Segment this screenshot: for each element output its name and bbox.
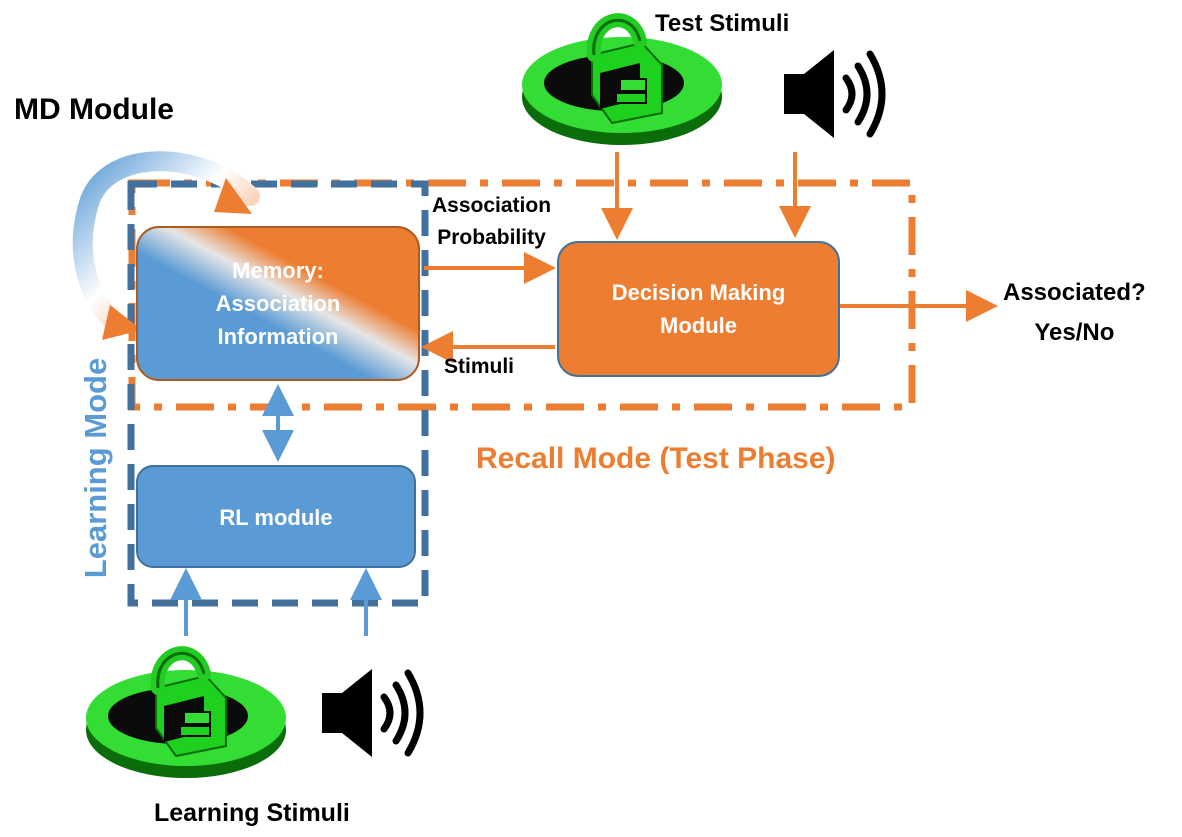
rl-label: RL module — [219, 504, 333, 530]
decision-line1: Decision Making — [611, 280, 786, 305]
associated-line1: Associated? — [1003, 279, 1146, 306]
decision-box-label: Decision Making Module — [558, 276, 839, 342]
memory-box — [136, 226, 420, 381]
association-line1: Association — [432, 194, 552, 217]
association-probability-label: Association Probability — [432, 190, 551, 254]
md-module-curved-arrow — [72, 151, 260, 340]
association-line2: Probability — [437, 226, 546, 249]
test-stimuli-label: Test Stimuli — [655, 10, 790, 37]
rl-module-box — [136, 465, 416, 568]
speaker-icon — [784, 50, 882, 138]
decision-line2: Module — [660, 313, 737, 338]
rl-box-label: RL module — [137, 500, 415, 534]
boat-toy-icon — [86, 653, 286, 778]
recall-mode-region — [128, 179, 916, 411]
learning-mode-region — [127, 180, 429, 607]
associated-line2: Yes/No — [1034, 319, 1115, 346]
memory-line2: Association — [215, 290, 341, 316]
boat-toy-icon — [522, 20, 722, 145]
speaker-icon — [322, 669, 420, 757]
memory-line3: Information — [217, 323, 339, 349]
learning-mode-label: Learning Mode — [78, 357, 113, 579]
associated-label: Associated? Yes/No — [1003, 273, 1146, 353]
recall-mode-label: Recall Mode (Test Phase) — [476, 442, 836, 475]
memory-line1: Memory: — [232, 257, 324, 283]
stimuli-label: Stimuli — [444, 355, 515, 378]
decision-making-box — [557, 241, 840, 377]
memory-box-label: Memory: Association Information — [137, 250, 419, 356]
md-module-label: MD Module — [14, 93, 174, 126]
learning-stimuli-label: Learning Stimuli — [154, 799, 350, 827]
